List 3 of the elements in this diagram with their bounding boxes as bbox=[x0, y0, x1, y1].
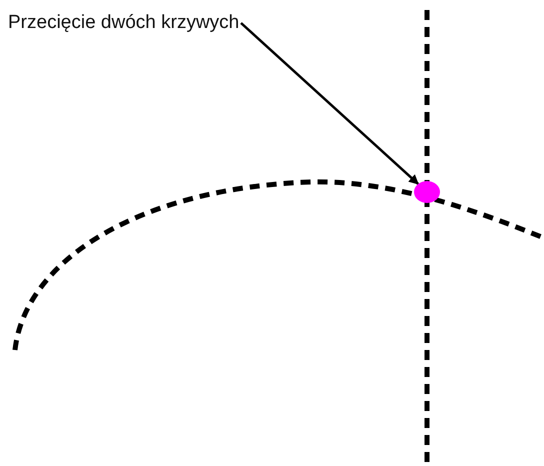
callout-label: Przecięcie dwóch krzywych bbox=[8, 12, 240, 34]
leader-arrow bbox=[240, 22, 419, 185]
intersection-point bbox=[414, 181, 440, 203]
